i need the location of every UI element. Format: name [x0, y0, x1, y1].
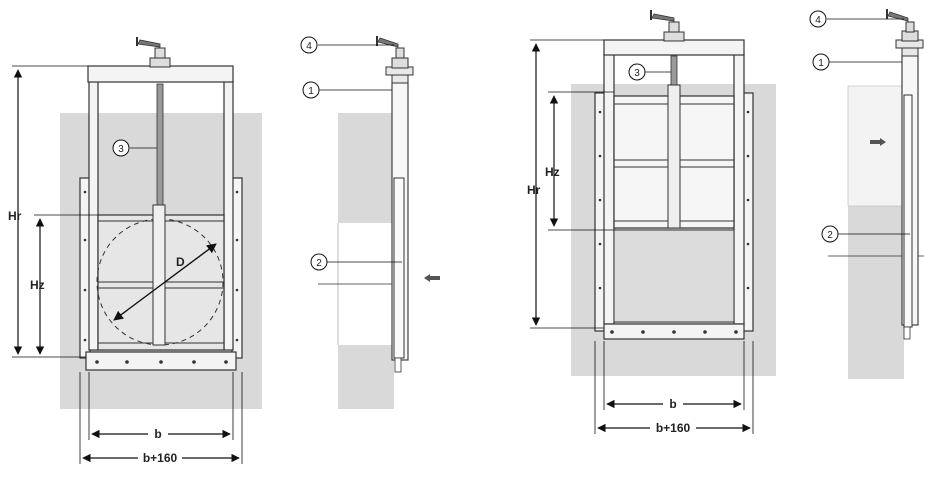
frame-column-right-2 [733, 53, 745, 325]
dim-hz-label: Hz [30, 278, 45, 292]
callout-2-circle [310, 253, 328, 271]
dim-hr-label: Hr [8, 209, 22, 223]
frame-column-left-2 [603, 53, 615, 325]
dim-b-label: b [154, 427, 161, 441]
side-view-rectangular: 4 1 2 [809, 9, 924, 379]
dim-hz-label-2: Hz [545, 165, 560, 179]
top-beam [87, 65, 234, 83]
callout-1: 1 [308, 86, 314, 97]
spindle-2 [670, 55, 678, 87]
wall-side-2-lower [848, 206, 904, 379]
diameter-arrow [113, 243, 217, 321]
callout-2-circle-2 [821, 225, 839, 243]
wall-side-lower [338, 345, 394, 409]
callout-1-circle [302, 81, 320, 99]
side-view-circular: 4 1 2 [300, 36, 440, 409]
stem-nut [152, 204, 166, 346]
callout-3-circle-2 [628, 63, 646, 81]
callout-4: 4 [306, 41, 312, 52]
side-guide-2 [903, 94, 913, 328]
handwheel-operator-2 [650, 10, 685, 42]
dim-hr-label-2: Hr [527, 183, 541, 197]
callout-4b: 4 [815, 15, 821, 26]
dim-d-label: D [176, 255, 185, 269]
circular-opening [96, 218, 224, 346]
frame-column-right [223, 79, 234, 351]
front-view-circular: D 3 Hr Hz b b+160 [8, 37, 262, 465]
callout-3b: 3 [634, 68, 640, 79]
callout-3: 3 [118, 144, 124, 155]
front-view-rectangular: 3 Hr Hz b b+160 [527, 10, 776, 435]
spindle [156, 83, 164, 207]
callout-2: 2 [316, 258, 322, 269]
callout-1-circle-2 [812, 53, 830, 71]
callout-4-circle-2 [809, 10, 827, 28]
flow-arrow-left [424, 274, 440, 282]
callout-1b: 1 [818, 58, 824, 69]
dim-b160-label-2: b+160 [656, 421, 691, 435]
dim-b160-label: b+160 [143, 451, 178, 465]
lower-opening [613, 229, 735, 323]
callout-3-circle [112, 139, 130, 157]
side-guide [393, 177, 405, 359]
flow-arrow-right [870, 138, 886, 146]
callout-4-circle [300, 36, 318, 54]
wall-side-upper [338, 113, 394, 223]
callout-2b: 2 [827, 230, 833, 241]
top-beam-2 [603, 39, 745, 56]
stem-nut-2 [667, 84, 681, 229]
wall-side-2-upper [848, 86, 904, 206]
handwheel-operator [136, 37, 171, 68]
dim-b-label-2: b [669, 397, 676, 411]
